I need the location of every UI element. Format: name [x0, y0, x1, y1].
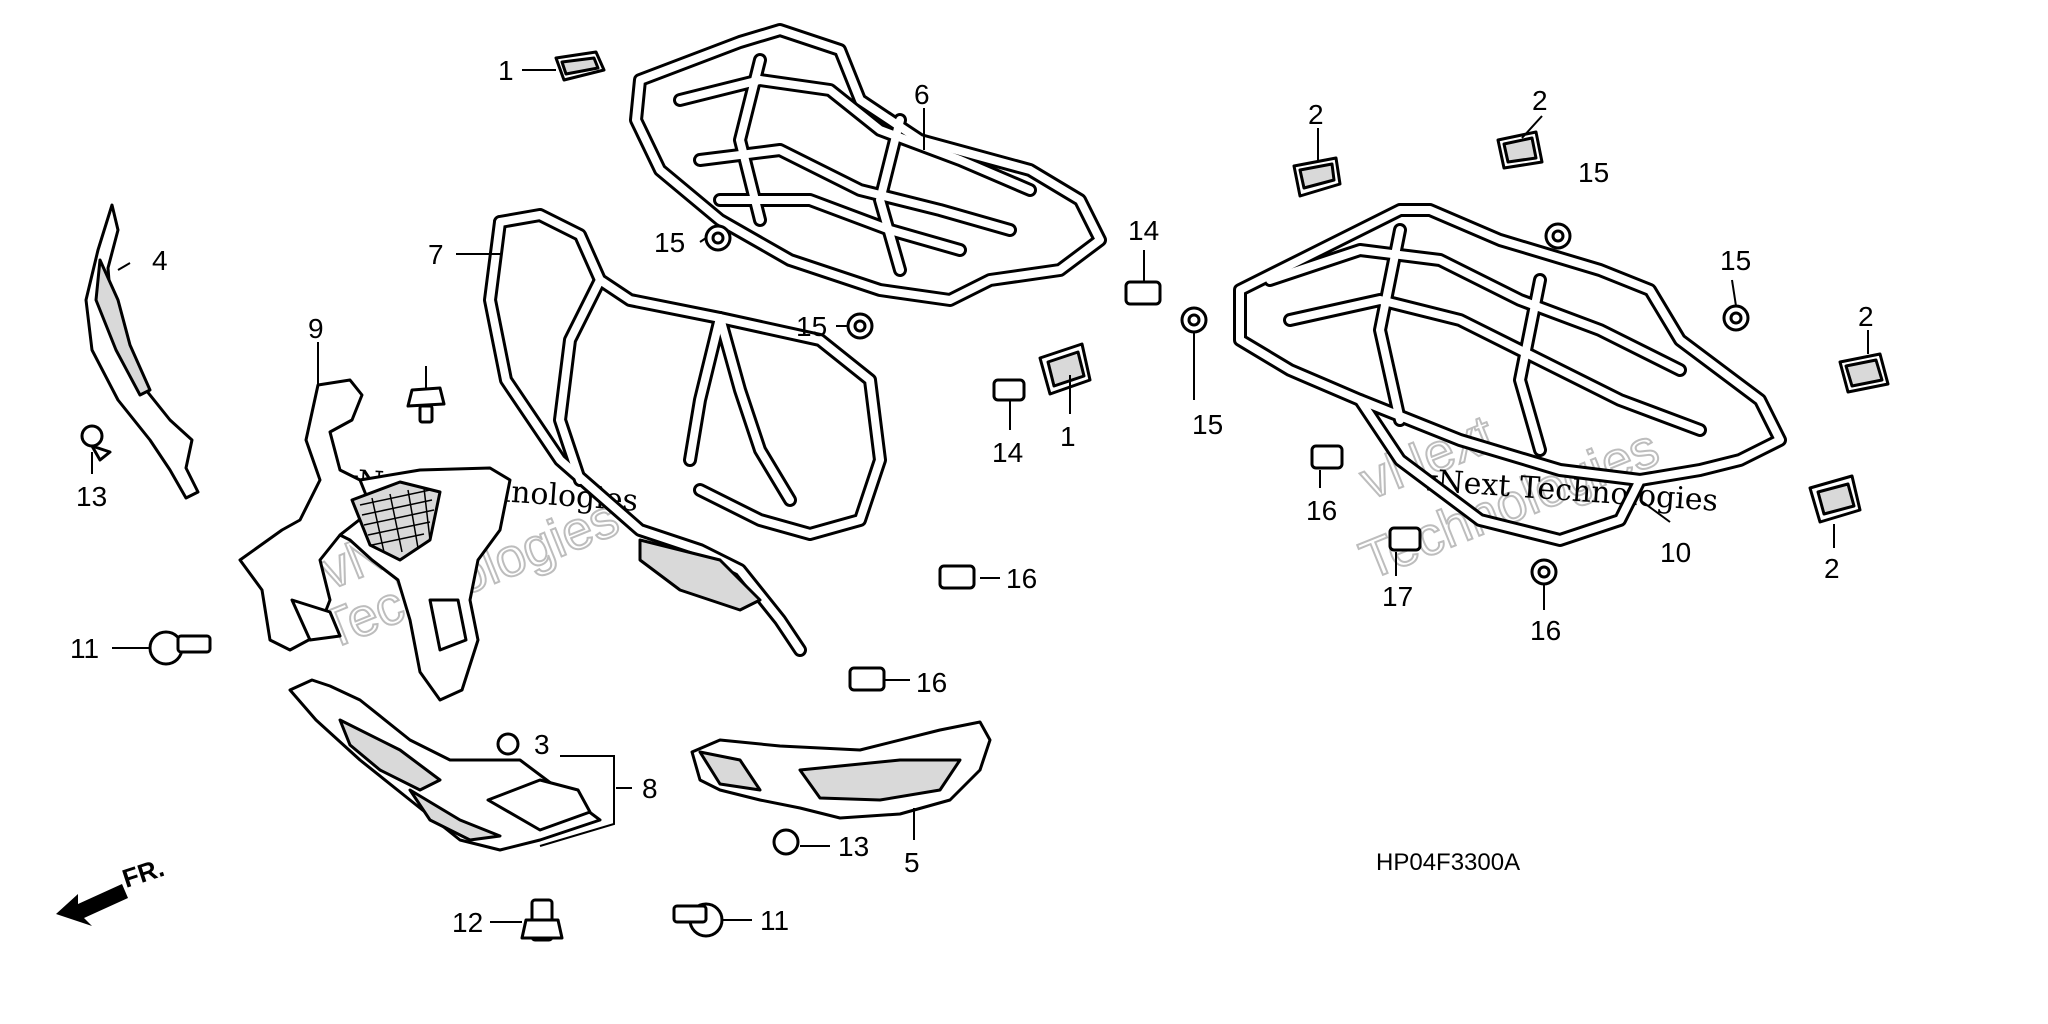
callout-2: 2	[1858, 301, 1874, 332]
callout-7: 7	[428, 239, 444, 270]
part-pad-1-bottom	[1038, 342, 1092, 396]
part-pad-2a	[1292, 156, 1342, 198]
part-front-bumper	[483, 208, 887, 657]
callout-11: 11	[70, 633, 99, 664]
callout-15: 15	[654, 227, 685, 258]
callout-1: 1	[1060, 421, 1076, 452]
callout-15: 15	[1192, 409, 1223, 440]
part-front-lower-cover	[238, 378, 512, 702]
part-front-carrier	[629, 23, 1107, 307]
callout-labels: 1 1 2 2 2 2 3 4 5 6 7 8 9 10 11 11 12 13…	[70, 55, 1874, 938]
callout-16: 16	[1306, 495, 1337, 526]
callout-2: 2	[1532, 85, 1548, 116]
part-pad-2b	[1496, 130, 1544, 170]
callout-15: 16	[1530, 615, 1561, 646]
callout-16: 17	[1382, 581, 1413, 612]
part-skid-plate	[288, 678, 602, 852]
callout-13: 13	[76, 481, 107, 512]
callout-13: 13	[838, 831, 869, 862]
callout-2: 2	[1824, 553, 1840, 584]
callout-15: 15	[1578, 157, 1609, 188]
callout-4: 4	[152, 245, 168, 276]
callout-15: 15	[796, 311, 827, 342]
front-label: FR.	[119, 852, 168, 893]
front-arrow-icon	[56, 884, 128, 926]
callout-12: 12	[452, 907, 483, 938]
part-side-cover	[690, 720, 992, 820]
callout-10: 10	[1660, 537, 1691, 568]
callout-8: 8	[642, 773, 658, 804]
part-pad-2c	[1838, 352, 1890, 394]
front-direction-indicator: FR.	[56, 852, 168, 926]
part-rear-carrier	[1233, 203, 1787, 547]
part-front-side-guard	[84, 203, 200, 500]
grille	[359, 487, 435, 553]
callout-16: 16	[1006, 563, 1037, 594]
callout-11: 11	[760, 905, 789, 936]
callout-1: 1	[498, 55, 514, 86]
callout-5: 5	[904, 847, 920, 878]
callout-9: 9	[308, 313, 324, 344]
diagram-code: HP04F3300A	[1376, 849, 1520, 876]
leader-lines	[91, 69, 1869, 923]
callout-15: 15	[1720, 245, 1751, 276]
part-pad-2d	[1808, 474, 1862, 524]
callout-14: 14	[1128, 215, 1159, 246]
callout-14: 14	[992, 437, 1023, 468]
callout-2: 2	[1308, 99, 1324, 130]
callout-6: 6	[914, 79, 930, 110]
callout-16: 16	[916, 667, 947, 698]
callout-3: 3	[534, 729, 550, 760]
part-pad-1-top	[554, 50, 606, 82]
